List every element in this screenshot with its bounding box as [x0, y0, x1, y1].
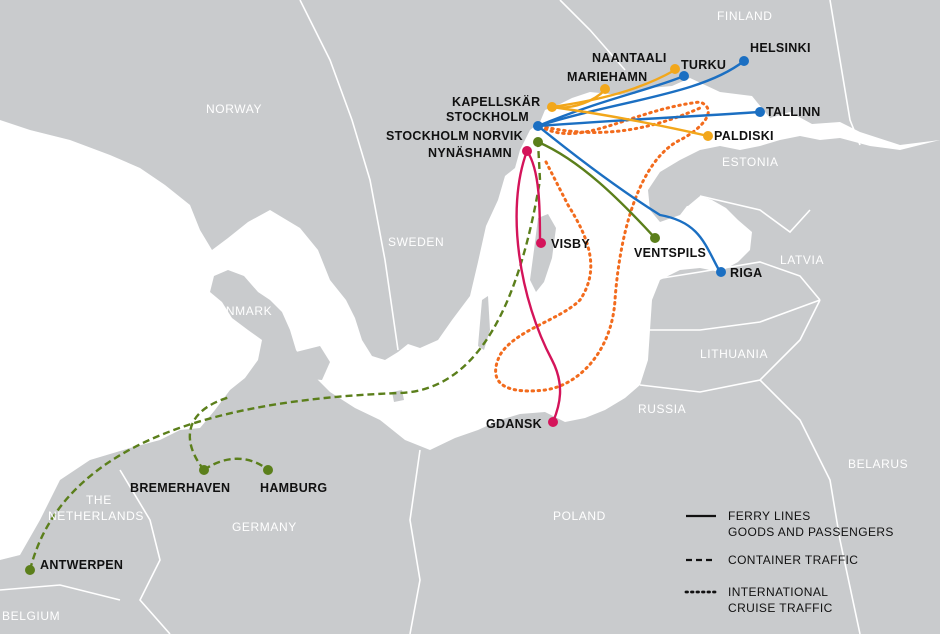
- land-saaremaa: [664, 184, 700, 206]
- land-continent: [0, 136, 940, 634]
- country-label-denmark: DENMARK: [208, 304, 272, 318]
- land-scandinavia: [0, 0, 940, 360]
- port-label-antwerpen: ANTWERPEN: [40, 558, 123, 572]
- port-dot-gdansk: [548, 417, 558, 427]
- country-label-sweden: SWEDEN: [388, 235, 444, 249]
- port-dot-hamburg: [263, 465, 273, 475]
- port-dot-riga: [716, 267, 726, 277]
- route-norvik-ventspils: [537, 140, 656, 239]
- port-label-hamburg: HAMBURG: [260, 481, 327, 495]
- route-container-bremerhaven-loop: [188, 395, 231, 471]
- port-dot-turku: [679, 71, 689, 81]
- route-nynashamn-visby: [525, 150, 542, 244]
- port-dot-naantaali: [670, 64, 680, 74]
- port-markers: [25, 56, 765, 575]
- stockholm-routes: [537, 60, 761, 273]
- port-label-stockholm: STOCKHOLM: [446, 110, 529, 124]
- route-stockholm-riga: [537, 125, 722, 273]
- port-dot-kapellskar: [547, 102, 557, 112]
- port-label-kapellskar: KAPELLSKÄR: [452, 94, 540, 109]
- land-oland: [478, 296, 490, 350]
- port-dot-tallinn: [755, 107, 765, 117]
- port-label-helsinki: HELSINKI: [750, 41, 811, 55]
- legend-label-ferry-2: GOODS AND PASSENGERS: [728, 525, 894, 539]
- port-dot-mariehamn: [600, 84, 610, 94]
- country-label-latvia: LATVIA: [780, 253, 824, 267]
- route-kapellskar-naantaali: [551, 68, 676, 109]
- country-label-germany: GERMANY: [232, 520, 297, 534]
- route-cruise-loop: [494, 100, 710, 393]
- port-dot-norvik: [533, 137, 543, 147]
- legend-label-cruise-1: INTERNATIONAL: [728, 585, 828, 599]
- route-container-antwerpen-norvik: [28, 141, 542, 571]
- port-label-nynashamn: NYNÄSHAMN: [428, 145, 512, 160]
- country-label-belarus: BELARUS: [848, 457, 908, 471]
- port-label-mariehamn: MARIEHAMN: [567, 70, 647, 84]
- port-label-naantaali: NAANTAALI: [592, 51, 667, 65]
- country-label-estonia: ESTONIA: [722, 155, 779, 169]
- route-cruise-tallinn: [538, 106, 702, 134]
- port-label-paldiski: PALDISKI: [714, 129, 774, 143]
- land-gotland: [530, 214, 556, 292]
- route-container-bremerhaven-hamburg: [203, 457, 269, 471]
- port-dot-ventspils: [650, 233, 660, 243]
- port-dot-bremerhaven: [199, 465, 209, 475]
- country-label-norway: NORWAY: [206, 102, 262, 116]
- norvik-routes: [537, 140, 656, 239]
- cruise-routes: [494, 100, 710, 393]
- port-dot-visby: [536, 238, 546, 248]
- country-label-belgium: BELGIUM: [2, 609, 60, 623]
- land-zealand: [296, 346, 330, 380]
- route-kapellskar-paldiski: [551, 105, 709, 138]
- port-dot-paldiski: [703, 131, 713, 141]
- route-nynashamn-gdansk: [515, 150, 562, 423]
- country-label-netherlands-2: NETHERLANDS: [48, 509, 144, 523]
- country-borders: [0, 0, 860, 634]
- port-dot-antwerpen: [25, 565, 35, 575]
- nynashamn-routes: [515, 150, 562, 423]
- route-stockholm-helsinki: [537, 60, 745, 128]
- port-label-riga: RIGA: [730, 266, 762, 280]
- country-label-finland: FINLAND: [717, 9, 773, 23]
- legend-label-container: CONTAINER TRAFFIC: [728, 553, 858, 567]
- port-label-gdansk: GDANSK: [486, 417, 542, 431]
- port-label-stockholm-norvik: STOCKHOLM NORVIK: [386, 129, 523, 143]
- country-label-poland: POLAND: [553, 509, 606, 523]
- legend-label-ferry-1: FERRY LINES: [728, 509, 811, 523]
- country-label-lithuania: LITHUANIA: [700, 347, 768, 361]
- port-label-bremerhaven: BREMERHAVEN: [130, 481, 230, 495]
- route-stockholm-turku: [537, 74, 685, 128]
- port-label-ventspils: VENTSPILS: [634, 246, 706, 260]
- legend: FERRY LINES GOODS AND PASSENGERS CONTAIN…: [684, 509, 894, 615]
- route-stockholm-tallinn: [537, 110, 761, 128]
- port-label-visby: VISBY: [551, 237, 590, 251]
- country-label-russia: RUSSIA: [638, 402, 686, 416]
- port-label-tallinn: TALLINN: [766, 105, 821, 119]
- port-dot-helsinki: [739, 56, 749, 66]
- country-label-netherlands-1: THE: [86, 493, 112, 507]
- port-dot-nynashamn: [522, 146, 532, 156]
- port-dot-stockholm: [533, 121, 543, 131]
- legend-label-cruise-2: CRUISE TRAFFIC: [728, 601, 833, 615]
- container-routes: [28, 141, 542, 571]
- port-label-turku: TURKU: [681, 58, 726, 72]
